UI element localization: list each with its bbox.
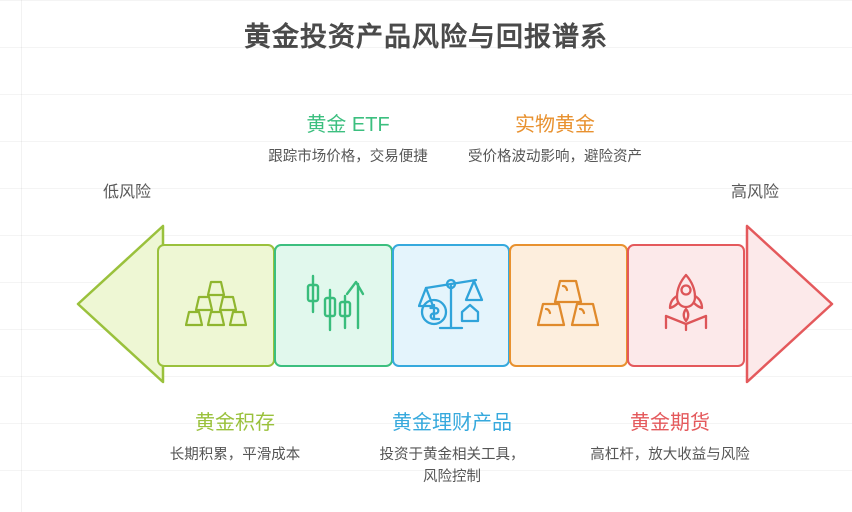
rocket-launch-icon [653,272,719,339]
callout-title: 黄金 ETF [306,114,390,136]
candlestick-uptrend-icon [303,272,365,339]
callout-title: 实物黄金 [515,114,595,136]
arrow-left-icon [75,224,165,384]
callout-title: 黄金积存 [195,412,275,434]
risk-spectrum-segments [157,244,746,367]
callout-gold-accumulation: 黄金积存 长期积累，平滑成本 [135,411,335,466]
segment-gold-etf[interactable] [274,244,393,367]
high-risk-label: 高风险 [731,184,780,201]
callout-gold-etf: 黄金 ETF 跟踪市场价格，交易便捷 [248,113,448,168]
callout-desc: 跟踪市场价格，交易便捷 [268,149,428,165]
low-risk-label: 低风险 [103,184,152,201]
callout-desc: 投资于黄金相关工具，风险控制 [379,447,525,486]
segment-gold-futures[interactable] [626,244,746,367]
page-title: 黄金投资产品风险与回报谱系 [244,22,608,52]
callout-title: 黄金期货 [630,412,710,434]
callout-desc: 长期积累，平滑成本 [169,447,301,463]
callout-title: 黄金理财产品 [392,412,512,434]
callout-gold-wealth-product: 黄金理财产品 投资于黄金相关工具，风险控制 [352,411,552,489]
callout-gold-futures: 黄金期货 高杠杆，放大收益与风险 [570,411,770,466]
callout-desc: 高杠杆，放大收益与风险 [590,447,750,463]
arrow-right-icon [745,224,835,384]
balance-scale-icon [417,272,484,339]
segment-gold-accumulation[interactable] [157,244,276,367]
stacked-gold-bars-pyramid-icon [185,273,248,338]
segment-physical-gold[interactable] [509,244,628,367]
callout-physical-gold: 实物黄金 受价格波动影响，避险资产 [455,113,655,168]
callout-desc: 受价格波动影响，避险资产 [468,149,642,165]
gold-bars-icon [537,275,600,336]
segment-gold-wealth-product[interactable] [391,244,511,367]
